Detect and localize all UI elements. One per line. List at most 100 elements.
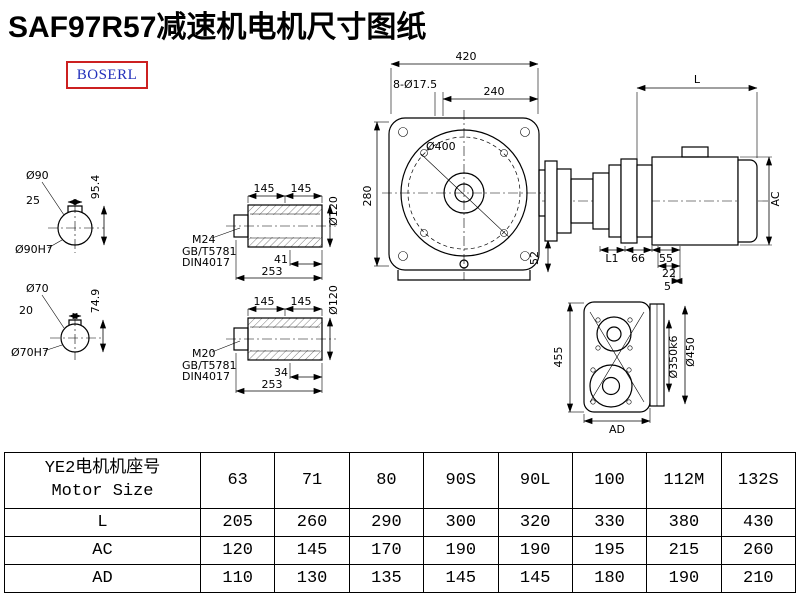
- bolt-hole: [595, 317, 601, 323]
- row-label-AC: AC: [4, 536, 201, 565]
- bolt-hole: [627, 317, 633, 323]
- size-71: 71: [274, 452, 350, 509]
- table-cell: 130: [274, 564, 350, 593]
- mounting-hole: [398, 127, 408, 137]
- table-cell: 170: [348, 536, 425, 565]
- dim-55-label: 55: [659, 252, 673, 265]
- thread-m24-label: M24: [192, 233, 216, 246]
- dim-d450-label: Ø450: [684, 337, 697, 367]
- size-63: 63: [199, 452, 276, 509]
- dim-253-label: 253: [262, 265, 283, 278]
- retaining-bolt: [233, 327, 249, 351]
- motor-side-view: L AC L1 66 55 22 5: [542, 73, 782, 293]
- dim-280-label: 280: [361, 186, 374, 207]
- dim-d120-label: Ø120: [327, 285, 340, 315]
- dim-455-label: 455: [552, 347, 565, 368]
- brand-logo: BOSERL: [66, 61, 148, 89]
- std-din-label: DIN4017: [182, 370, 230, 383]
- bolt-hole: [595, 345, 601, 351]
- dim-420-label: 420: [456, 50, 477, 63]
- dim-34-label: 34: [274, 366, 288, 379]
- table-cell: 380: [646, 508, 722, 537]
- dim-95-4-label: 95.4: [89, 175, 102, 200]
- shaft-end-view-90: 25 Ø90 95.4 Ø90H7: [15, 169, 108, 256]
- dim-d400-label: Ø400: [426, 140, 456, 153]
- table-cell: 300: [423, 508, 499, 537]
- table-cell: 145: [423, 564, 499, 593]
- std-gb-label: GB/T5781: [182, 359, 237, 372]
- mounting-hole: [500, 229, 508, 237]
- dim-5-label: 5: [664, 280, 671, 293]
- keyway-notch: [68, 319, 82, 326]
- dim-AD-label: AD: [609, 423, 625, 436]
- table-cell: 180: [571, 564, 648, 593]
- bolt-circle: [407, 136, 521, 250]
- dim-d70-label: Ø70: [26, 282, 49, 295]
- table-cell: 210: [720, 564, 797, 593]
- fan-cover: [737, 159, 758, 243]
- row-label-L: L: [4, 508, 201, 537]
- dim-L-label: L: [694, 73, 701, 86]
- dim-d90-label: Ø90: [26, 169, 49, 182]
- bolt-hole: [590, 399, 596, 405]
- mounting-hole: [398, 251, 408, 261]
- table-cell: 110: [199, 564, 276, 593]
- motor-flange: [620, 158, 638, 244]
- table-cell: 195: [571, 536, 648, 565]
- retaining-bolt: [233, 214, 249, 238]
- dim-253-label: 253: [262, 378, 283, 391]
- brand-logo-text: BOSERL: [76, 66, 138, 83]
- gearbox-front-view: 420 240 8-Ø17.5 Ø400 280 52: [361, 50, 553, 281]
- dim-240-label: 240: [484, 85, 505, 98]
- table-row-AD: AD 110 130 135 145 145 180 190 210: [4, 564, 797, 593]
- dim-145b-label: 145: [291, 182, 312, 195]
- std-gb-label: GB/T5781: [182, 245, 237, 258]
- dim-20-label: 20: [19, 304, 33, 317]
- keyway-notch: [67, 205, 83, 213]
- size-90L: 90L: [497, 452, 573, 509]
- shaft-detail-m24: 145 145 Ø120 M24 GB/T5781 DIN4017 41 253: [182, 182, 340, 282]
- table-header-en: Motor Size: [51, 481, 154, 501]
- drain-plug: [459, 259, 469, 269]
- terminal-box: [681, 146, 709, 158]
- table-cell: 290: [348, 508, 425, 537]
- table-header-motor-size: YE2电机机座号 Motor Size: [4, 452, 201, 509]
- dim-145a-label: 145: [254, 182, 275, 195]
- dim-d120-label: Ø120: [327, 196, 340, 226]
- bolt-hole: [626, 399, 632, 405]
- size-132S: 132S: [720, 452, 797, 509]
- row-label-AD: AD: [4, 564, 201, 593]
- mounting-hole: [420, 229, 428, 237]
- table-header-cn: YE2电机机座号: [44, 458, 161, 478]
- dim-holes-label: 8-Ø17.5: [393, 78, 437, 91]
- dim-L1-label: L1: [605, 252, 618, 265]
- std-din-label: DIN4017: [182, 256, 230, 269]
- dim-d350k6-label: Ø350k6: [667, 335, 680, 378]
- table-cell: 190: [423, 536, 499, 565]
- shaft-detail-m20: 145 145 Ø120 M20 GB/T5781 DIN4017 34 253: [182, 285, 340, 395]
- table-row-AC: AC 120 145 170 190 190 195 215 260: [4, 536, 797, 565]
- size-100: 100: [571, 452, 648, 509]
- dim-145b-label: 145: [291, 295, 312, 308]
- table-cell: 205: [199, 508, 276, 537]
- page-title: SAF97R57减速机电机尺寸图纸: [8, 11, 427, 44]
- table-cell: 260: [720, 536, 797, 565]
- table-cell: 330: [571, 508, 648, 537]
- table-cell: 190: [497, 536, 573, 565]
- motor-size-table: YE2电机机座号 Motor Size 63 71 80 90S 90L 100…: [4, 452, 797, 593]
- dim-d90h7-label: Ø90H7: [15, 243, 53, 256]
- dim-52-label: 52: [528, 251, 541, 265]
- mounting-hole: [500, 149, 508, 157]
- flange-side-view: 455 Ø350k6 Ø450 AD: [552, 301, 697, 436]
- dim-66-label: 66: [631, 252, 645, 265]
- dim-AC-label: AC: [769, 191, 782, 206]
- bolt-hole: [626, 367, 632, 373]
- size-112M: 112M: [646, 452, 722, 509]
- dim-25-label: 25: [26, 194, 40, 207]
- dim-74-9-label: 74.9: [89, 289, 102, 314]
- table-cell: 215: [646, 536, 722, 565]
- size-90S: 90S: [423, 452, 499, 509]
- dim-d70h7-label: Ø70H7: [11, 346, 49, 359]
- size-80: 80: [348, 452, 425, 509]
- table-cell: 320: [497, 508, 573, 537]
